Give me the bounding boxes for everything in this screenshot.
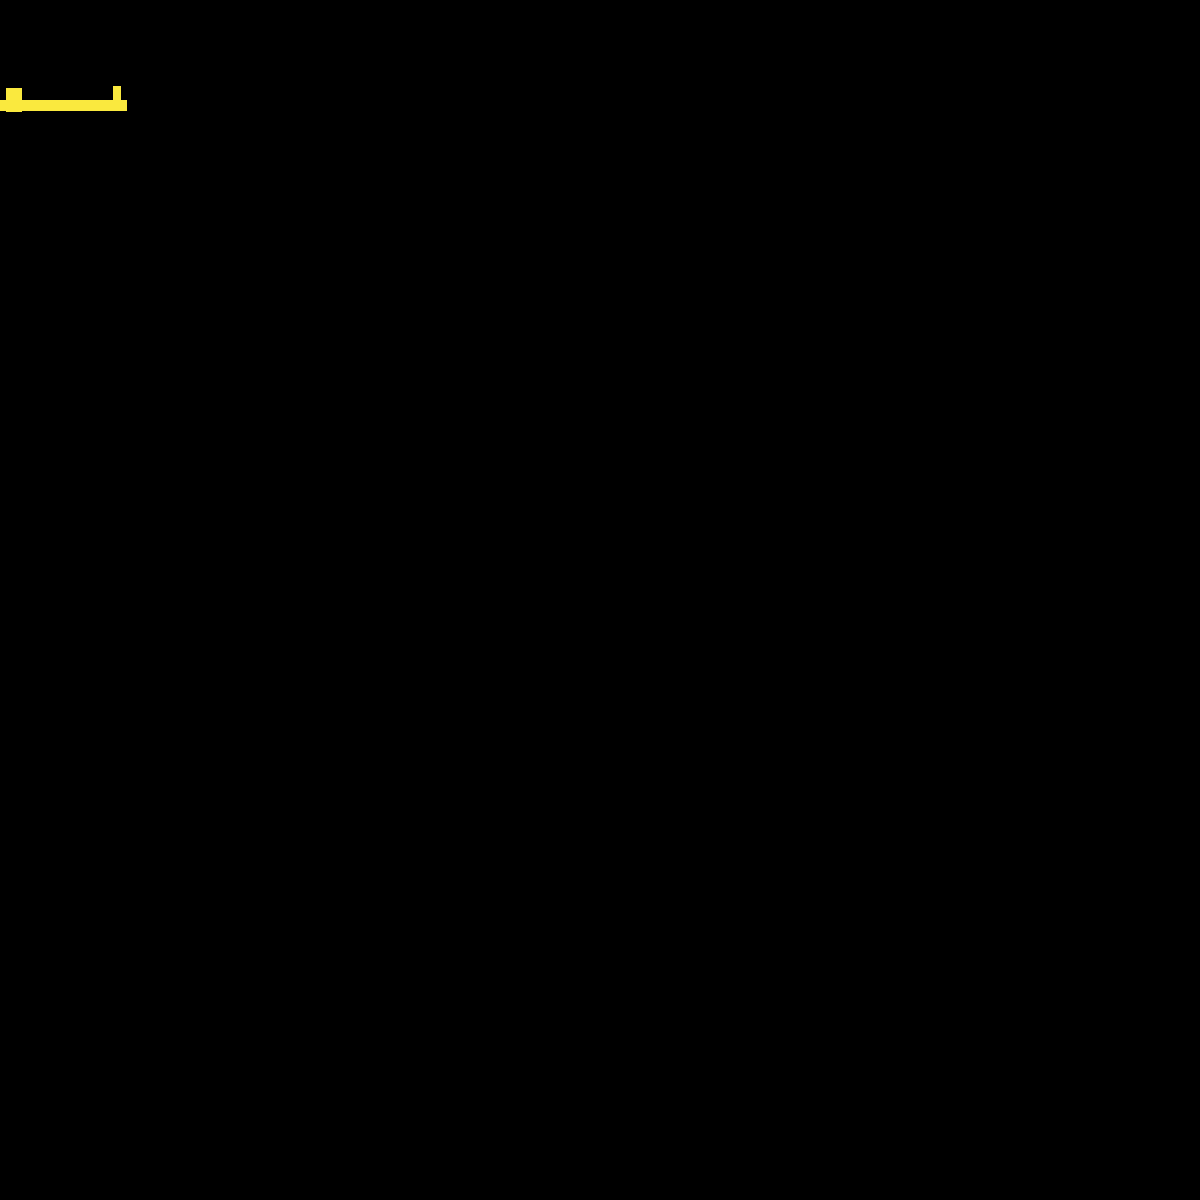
glyph-svg [0,86,127,112]
vertical-tick [113,86,121,101]
knob-block [6,88,22,112]
yellow-marker-glyph[interactable]: Yellow marker glyph [0,0,140,130]
horizontal-shaft [0,100,127,111]
